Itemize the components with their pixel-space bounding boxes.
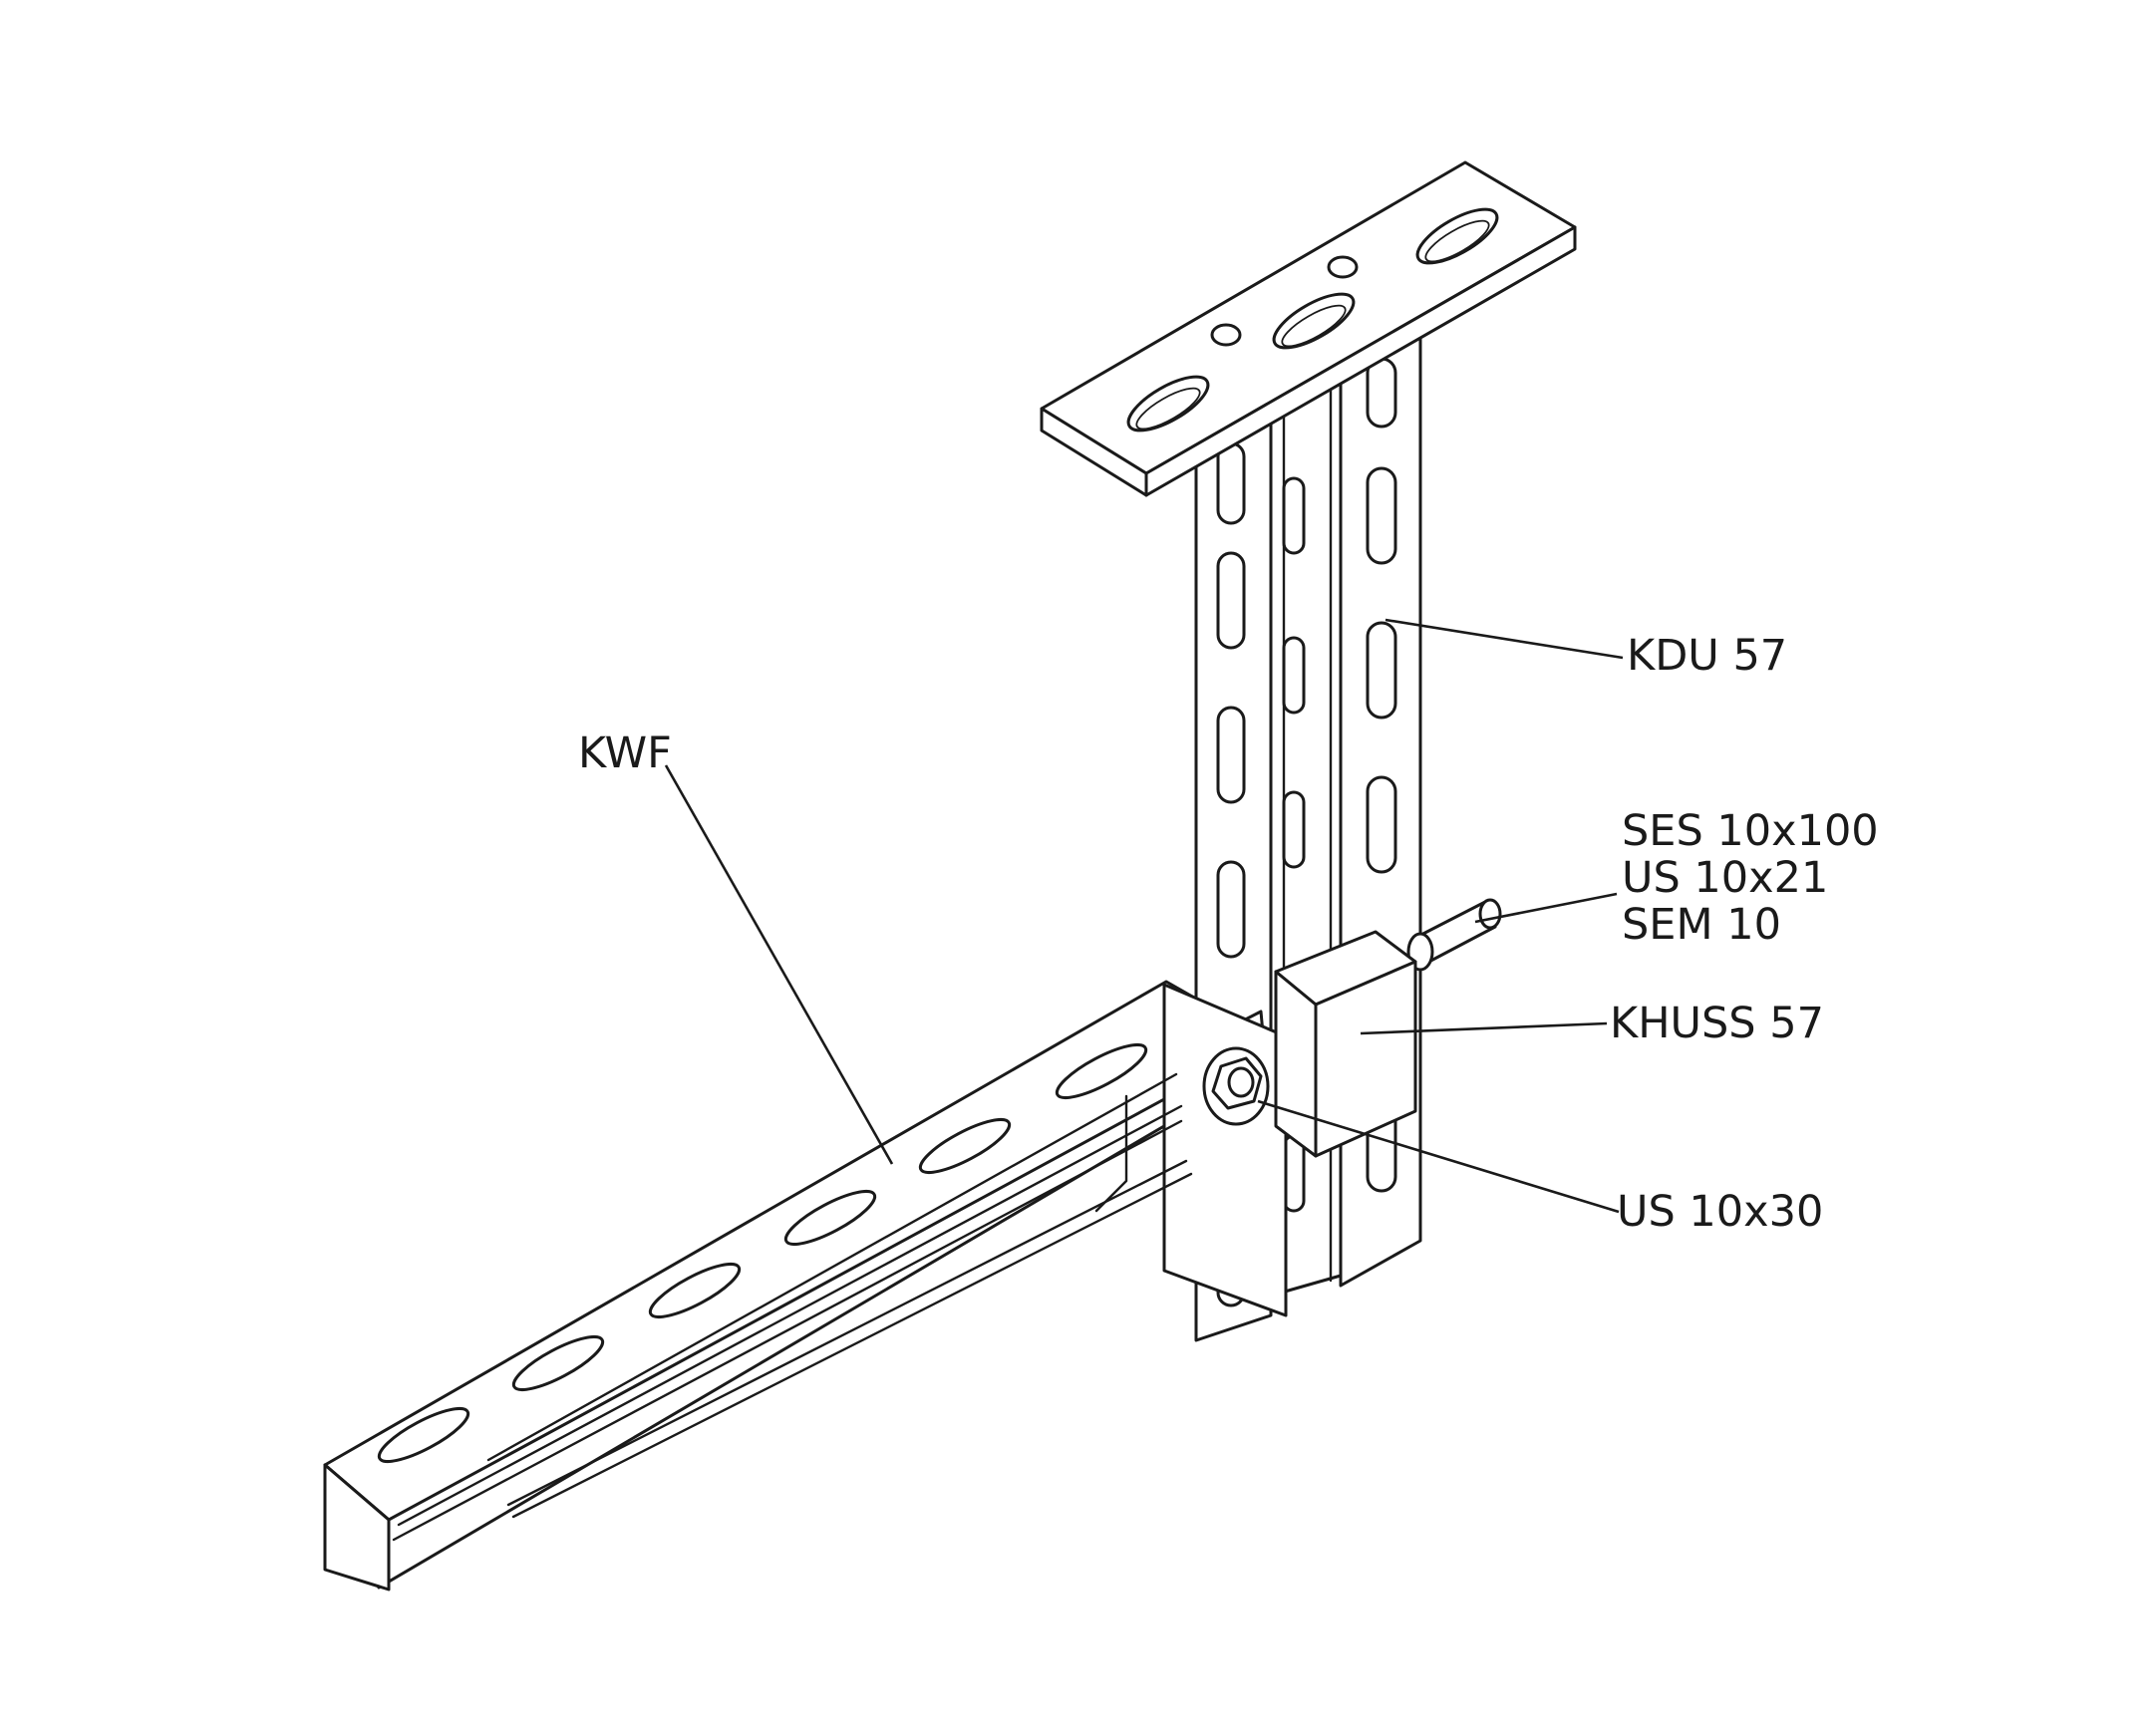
- plate-slots: [1126, 207, 1499, 433]
- label-kwf: KWF: [578, 728, 672, 778]
- washer-nut: [1202, 1046, 1270, 1126]
- label-ses: SES 10x100: [1622, 806, 1879, 856]
- label-us-10x30: US 10x30: [1617, 1187, 1823, 1237]
- kdu-leader: [1384, 618, 1624, 660]
- kwf-leader: [664, 764, 894, 1165]
- label-sem: SEM 10: [1622, 900, 1781, 950]
- us-leader: [1257, 1099, 1620, 1214]
- kwf-cantilever-arm: [323, 980, 1288, 1591]
- label-kdu: KDU 57: [1627, 631, 1787, 681]
- top-mounting-plate: [1040, 160, 1577, 497]
- label-khuss: KHUSS 57: [1610, 999, 1824, 1048]
- threaded-rod: [1406, 898, 1502, 972]
- ses-leader: [1474, 892, 1618, 924]
- khuss-clamp: [1274, 930, 1417, 1158]
- kwf-flange-slots: [377, 1042, 1148, 1464]
- label-us-10x21: US 10x21: [1622, 853, 1828, 903]
- leader-lines: [664, 618, 1624, 1214]
- khuss-leader: [1360, 1021, 1608, 1035]
